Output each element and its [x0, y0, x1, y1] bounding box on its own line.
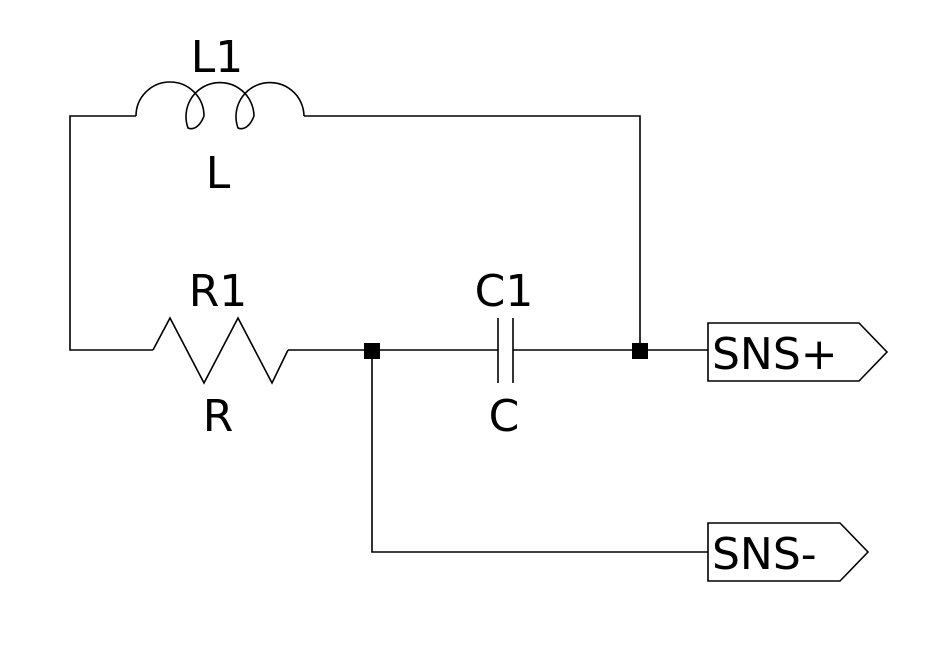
inductor-designator: L1	[191, 32, 244, 83]
junction-dot-left	[364, 343, 380, 359]
resistor-designator: R1	[189, 266, 248, 317]
resistor-value: R	[203, 391, 234, 442]
wire-top-right	[304, 115, 641, 350]
port-sns-minus-flag	[707, 522, 870, 582]
port-sns-plus-label: SNS+	[712, 329, 838, 380]
port-sns-minus-label: SNS-	[712, 529, 817, 580]
inductor-value: L	[206, 148, 231, 199]
inductor-l1: L1 L	[135, 32, 305, 199]
capacitor-designator: C1	[475, 266, 534, 317]
capacitor-value: C	[489, 391, 520, 442]
port-sns-minus: SNS-	[707, 522, 870, 582]
wires	[69, 115, 708, 553]
resistor-r1: R1 R	[152, 266, 289, 442]
junction-dot-right	[632, 343, 648, 359]
wire-to-sns-minus	[371, 350, 708, 553]
inductor-coil	[135, 81, 305, 130]
capacitor-c1: C1 C	[475, 266, 534, 442]
port-sns-plus-flag	[707, 322, 889, 382]
wire-left-loop	[69, 115, 153, 351]
resistor-zigzag	[152, 316, 289, 385]
port-sns-plus: SNS+	[707, 322, 889, 382]
